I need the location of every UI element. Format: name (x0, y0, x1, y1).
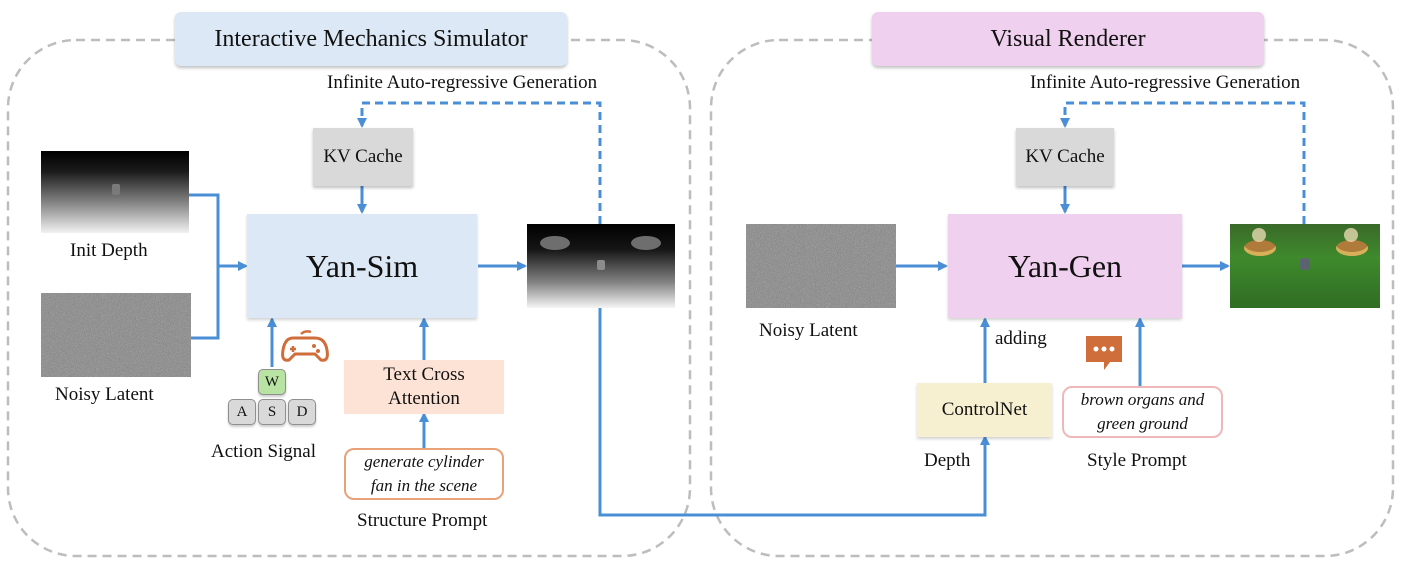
sim-kv-cache: KV Cache (313, 128, 413, 186)
sim-loop-arrow (357, 101, 602, 224)
init-depth-label: Init Depth (70, 240, 148, 261)
structure-prompt-box: generate cylinder fan in the scene (344, 448, 504, 500)
gen-noisy-latent-image (746, 224, 896, 308)
text-cross-attention: Text Cross Attention (344, 360, 504, 414)
key-s: S (258, 399, 286, 425)
sim-noisy-latent-label: Noisy Latent (55, 384, 154, 405)
simulator-section-title: Interactive Mechanics Simulator (175, 12, 567, 66)
key-a: A (228, 399, 256, 425)
sim-noisy-latent-image (41, 293, 191, 377)
renderer-section-title: Visual Renderer (872, 12, 1264, 66)
adding-label: adding (995, 328, 1047, 349)
sim-output-depth-image (527, 224, 675, 308)
sim-loop-label: Infinite Auto-regressive Generation (327, 72, 598, 93)
action-signal-label: Action Signal (211, 441, 317, 462)
key-w: W (258, 369, 286, 395)
gen-loop-arrow (1060, 101, 1306, 224)
rendered-output-image (1230, 224, 1380, 308)
gen-noisy-latent-label: Noisy Latent (759, 320, 858, 341)
yan-gen-model: Yan-Gen (948, 214, 1182, 318)
controlnet-box: ControlNet (917, 383, 1052, 437)
key-d: D (288, 399, 316, 425)
gen-loop-label: Infinite Auto-regressive Generation (1030, 72, 1301, 93)
style-prompt-label: Style Prompt (1087, 450, 1187, 471)
depth-to-controlnet-arrow (598, 308, 990, 517)
yan-sim-model: Yan-Sim (247, 214, 477, 318)
chat-bubble-icon (1086, 336, 1122, 370)
input-bracket (188, 193, 220, 340)
gamepad-icon (281, 330, 329, 362)
depth-label: Depth (924, 450, 971, 471)
gen-kv-cache: KV Cache (1016, 128, 1114, 186)
structure-prompt-label: Structure Prompt (357, 510, 488, 531)
init-depth-image (41, 151, 189, 233)
style-prompt-box: brown organs and green ground (1062, 386, 1223, 438)
